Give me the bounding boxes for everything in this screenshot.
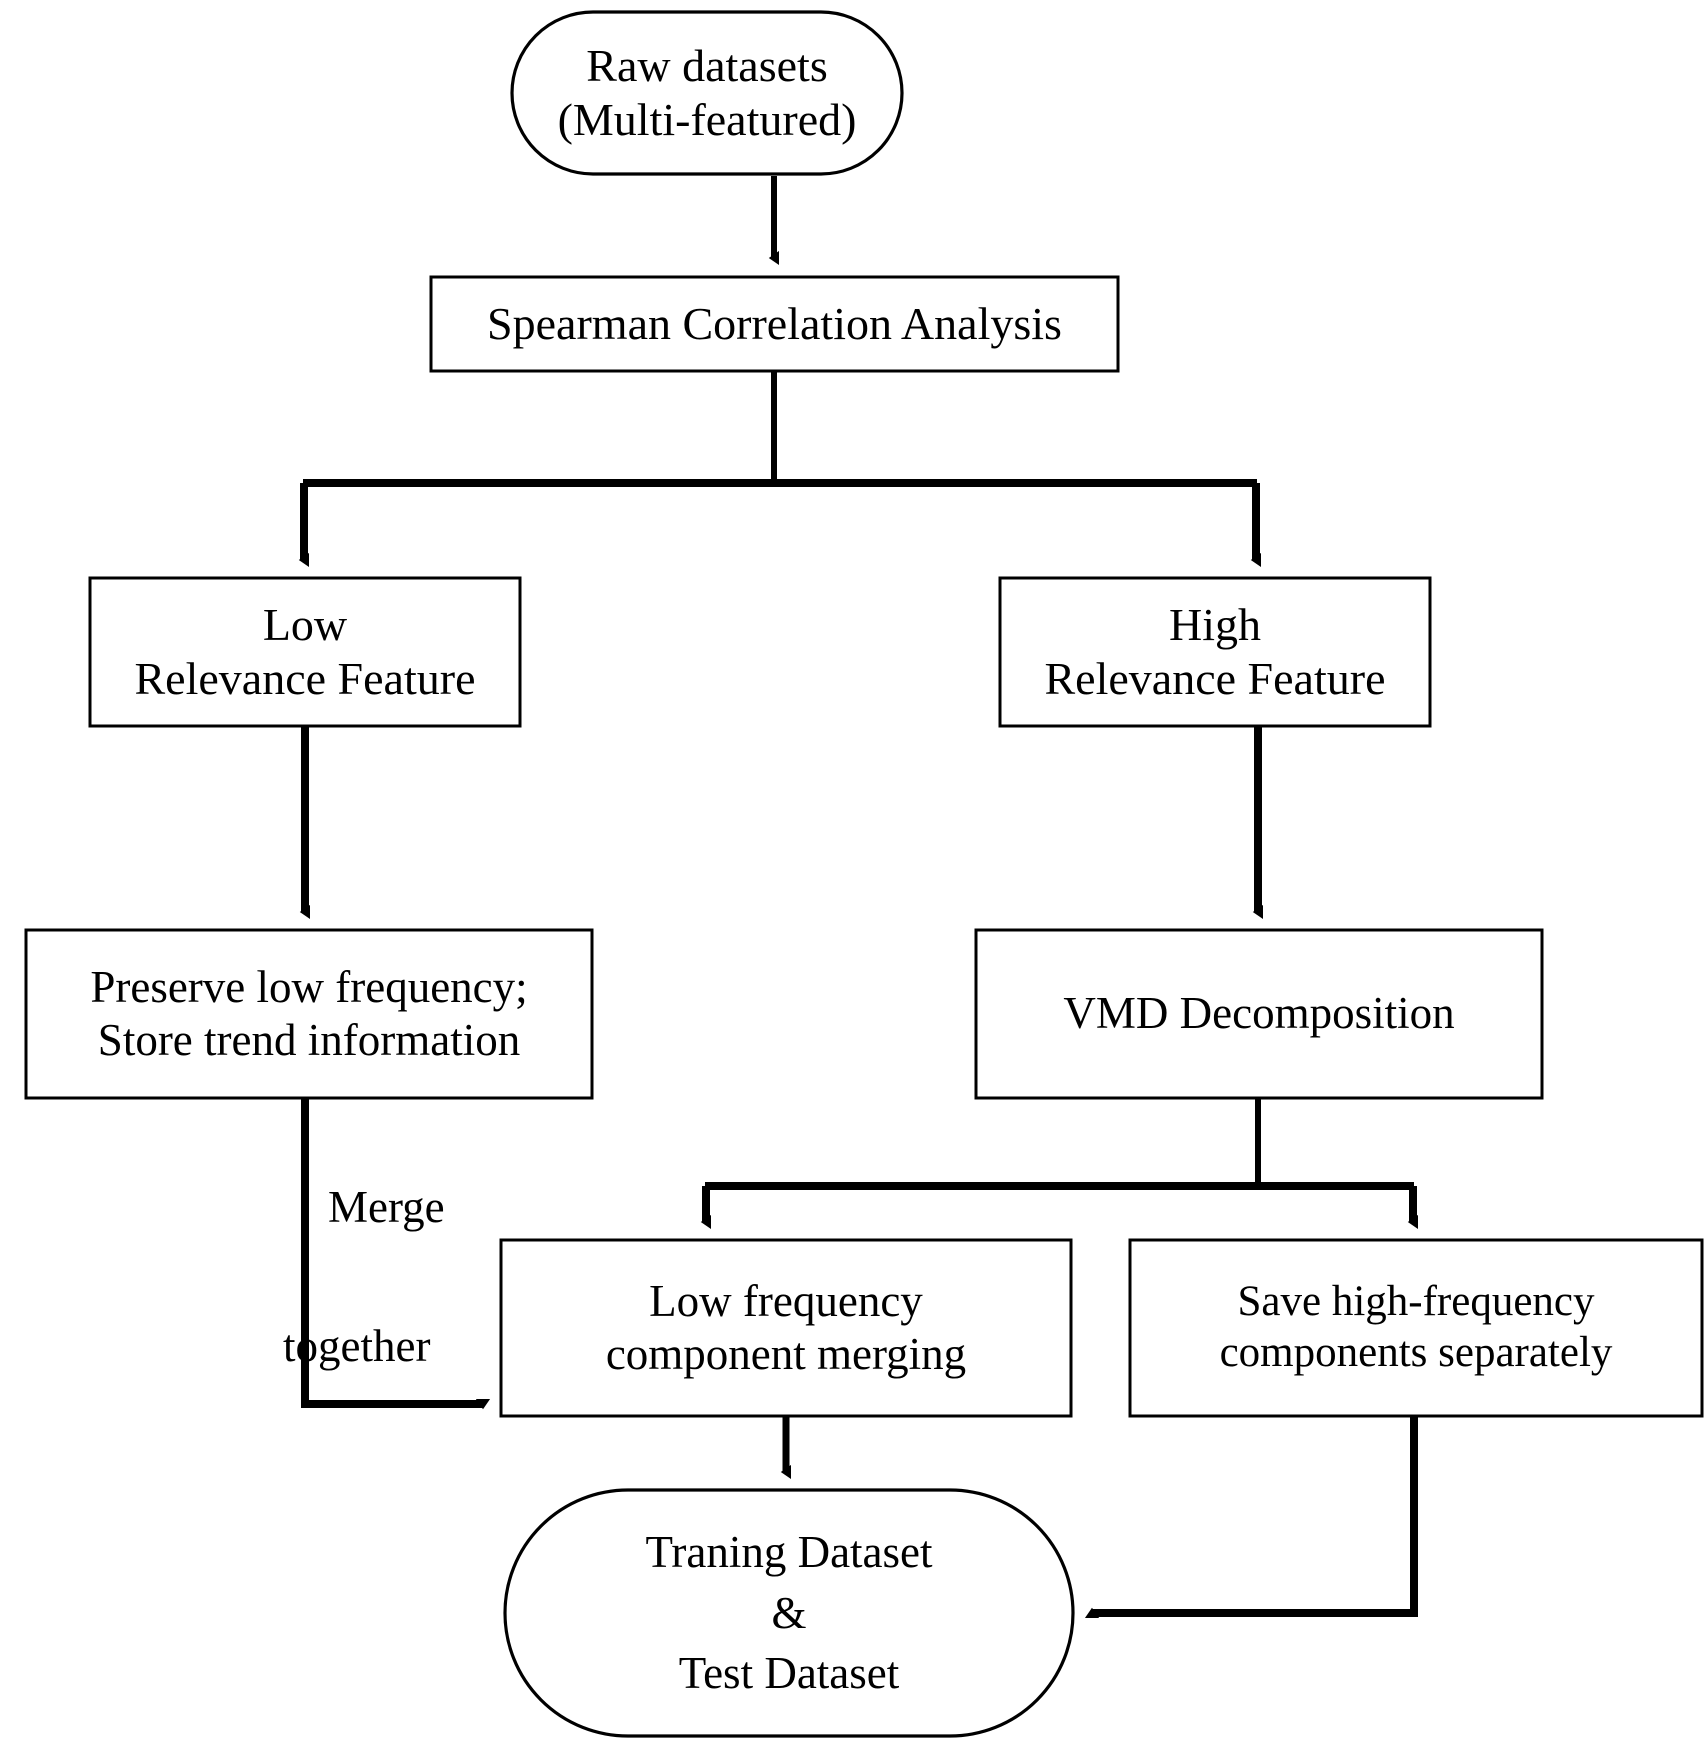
edge-preserve-to-merging xyxy=(301,1098,491,1410)
edge-label-line: together xyxy=(283,1320,431,1371)
node-shape-spearman-correlation-analysis xyxy=(429,275,1120,373)
node-shape-low-frequency-component-merging xyxy=(499,1238,1073,1418)
edge-label-merge-together: Merge together xyxy=(283,1123,513,1487)
edge-label-line: Merge xyxy=(328,1182,445,1233)
node-shape-low-relevance-feature xyxy=(88,576,522,728)
node-shape-vmd-decomposition xyxy=(974,928,1544,1100)
node-shape-save-high-frequency-components xyxy=(1128,1238,1704,1418)
node-shape-raw-datasets xyxy=(510,10,904,176)
node-shape-preserve-low-frequency xyxy=(24,928,594,1100)
node-shape-training-and-test-dataset xyxy=(503,1488,1075,1738)
edge-save-high-frequency-to-dataset xyxy=(1084,1416,1418,1619)
node-shape-high-relevance-feature xyxy=(998,576,1432,728)
